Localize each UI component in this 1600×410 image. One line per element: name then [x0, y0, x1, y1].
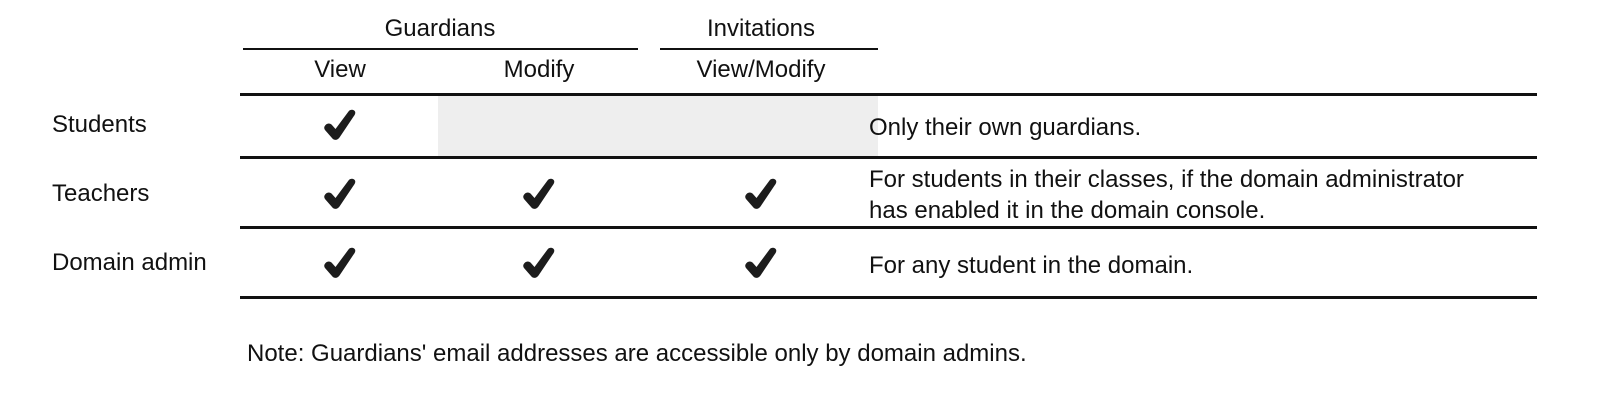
group-header-invitations: Invitations	[706, 15, 816, 42]
row-rule-domain-admin	[240, 296, 1537, 299]
row-label-students: Students	[52, 111, 147, 138]
check-icon-students-view	[320, 105, 360, 145]
description-line: Only their own guardians.	[869, 114, 1142, 141]
column-header-view-modify: View/Modify	[696, 56, 826, 83]
footnote: Note: Guardians' email addresses are acc…	[247, 340, 1027, 367]
check-icon-domain-admin-modify	[519, 243, 559, 283]
row-label-domain-admin: Domain admin	[52, 249, 207, 276]
row-rule-teachers	[240, 226, 1537, 229]
description-domain-admin: For any student in the domain.	[869, 250, 1193, 281]
description-students: Only their own guardians.	[869, 112, 1141, 143]
check-icon-teachers-modify	[519, 174, 559, 214]
column-header-modify: Modify	[503, 56, 575, 83]
check-icon-domain-admin-view-modify	[741, 243, 781, 283]
header-rule	[240, 93, 1537, 96]
group-header-guardians: Guardians	[384, 15, 496, 42]
group-rule-guardians	[243, 48, 638, 50]
check-icon-domain-admin-view	[320, 243, 360, 283]
check-icon-teachers-view-modify	[741, 174, 781, 214]
group-rule-invitations	[660, 48, 878, 50]
row-rule-students	[240, 156, 1537, 159]
row-label-teachers: Teachers	[52, 180, 150, 207]
description-line: For any student in the domain.	[869, 252, 1194, 279]
check-icon-teachers-view	[320, 174, 360, 214]
description-line: has enabled it in the domain console.	[869, 197, 1266, 224]
description-line: For students in their classes, if the do…	[869, 166, 1464, 193]
shaded-cell-students-modify-invitations	[438, 96, 878, 156]
column-header-view: View	[314, 56, 366, 83]
description-teachers: For students in their classes, if the do…	[869, 164, 1464, 226]
